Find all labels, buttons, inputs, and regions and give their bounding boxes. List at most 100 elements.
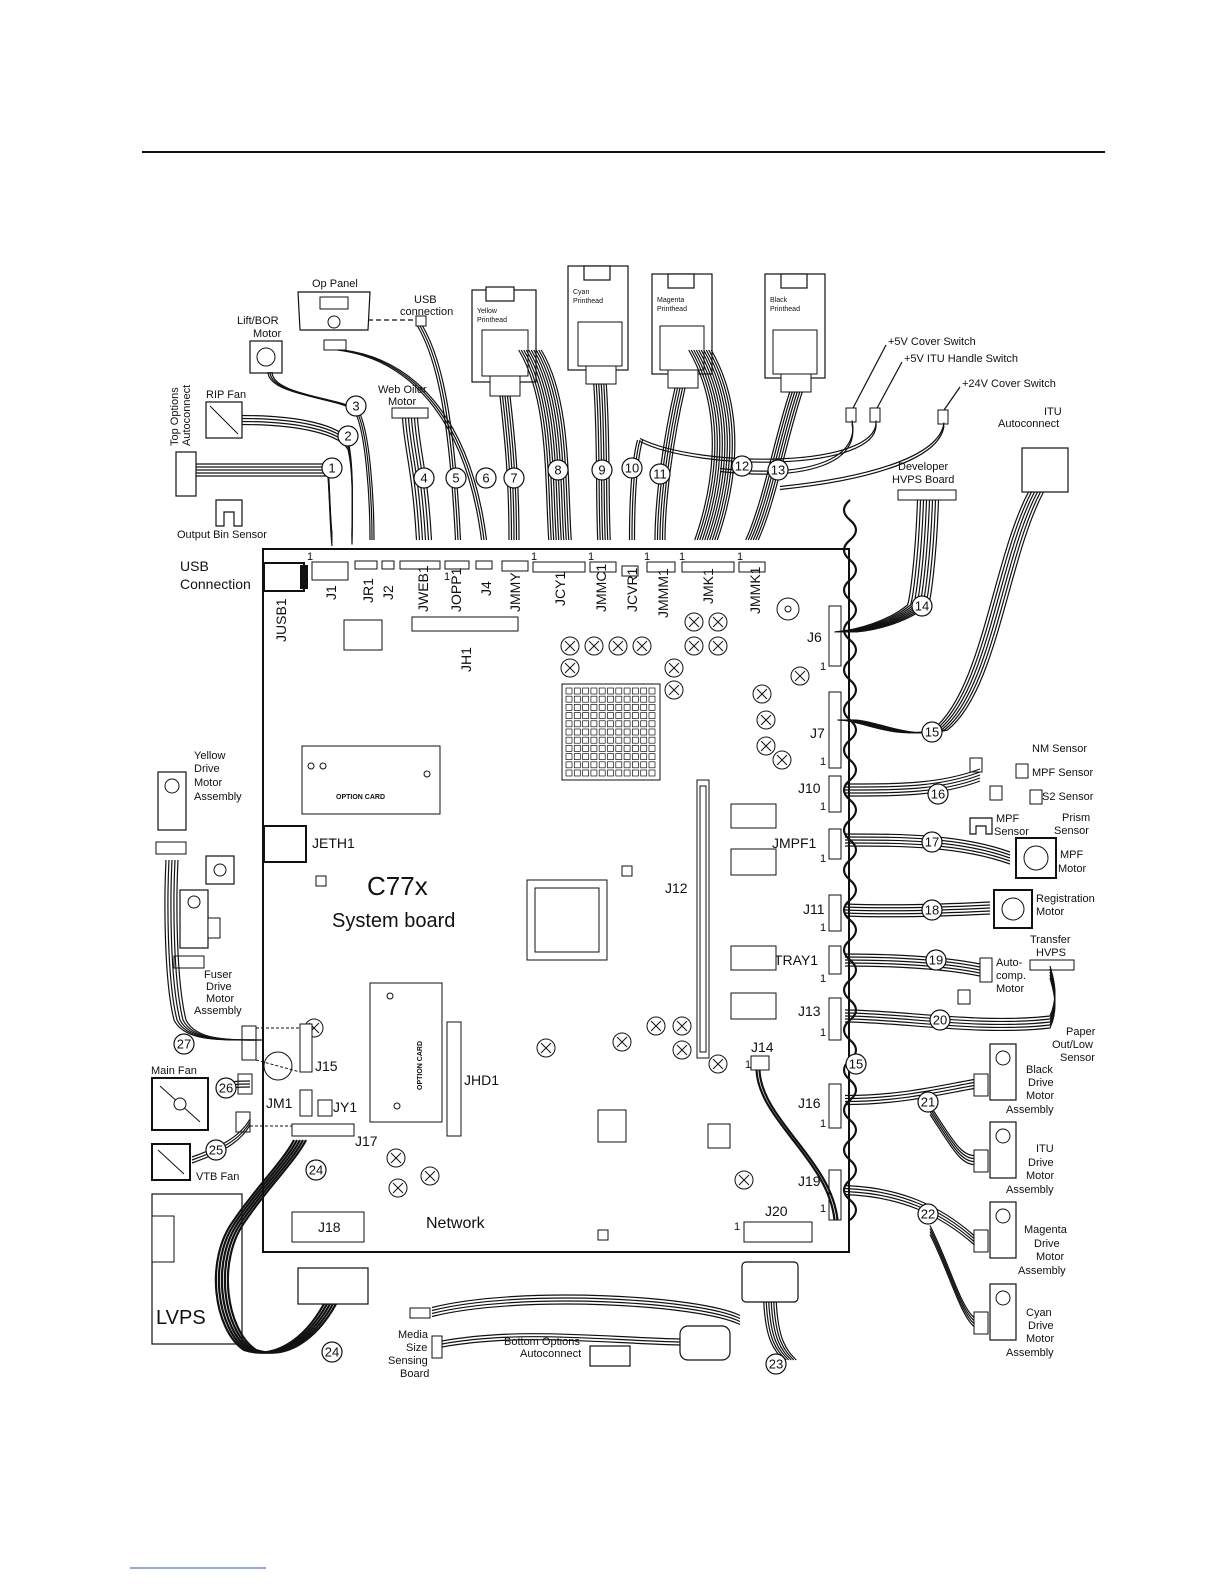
j17-connector: [291, 1123, 355, 1137]
autocomp-motor: Auto- comp. Motor: [979, 957, 1026, 995]
svg-text:Motor: Motor: [1026, 1090, 1054, 1102]
svg-text:1: 1: [328, 461, 335, 476]
svg-text:Motor: Motor: [206, 993, 234, 1005]
board-subtitle: System board: [332, 910, 455, 932]
label-jmmy: JMMY: [507, 572, 523, 612]
label-j10: J10: [798, 780, 821, 796]
itu-handle-switch: [869, 407, 881, 423]
vtb-fan: VTB Fan: [151, 1143, 239, 1183]
svg-text:17: 17: [925, 835, 939, 850]
board-title: C77x: [367, 871, 428, 901]
svg-text:1: 1: [679, 551, 685, 563]
svg-text:5: 5: [452, 471, 459, 486]
svg-text:Motor: Motor: [1026, 1170, 1054, 1182]
itu-handle-label: +5V ITU Handle Switch: [904, 353, 1018, 365]
svg-text:23: 23: [769, 1357, 783, 1372]
jhd1-connector: [446, 1021, 462, 1137]
media-size-board: Media Size Sensing Board: [388, 1307, 443, 1380]
svg-text:1: 1: [644, 551, 650, 563]
svg-text:MPF: MPF: [1060, 849, 1084, 861]
svg-text:7: 7: [510, 471, 517, 486]
svg-text:1: 1: [588, 551, 594, 563]
svg-text:1: 1: [307, 551, 313, 563]
yellow-drive-motor: Yellow Drive Motor Assembly: [157, 750, 242, 831]
svg-text:1: 1: [820, 973, 826, 985]
label-j13: J13: [798, 1003, 821, 1019]
callout-11: 11: [649, 463, 671, 485]
svg-text:Fuser: Fuser: [204, 969, 232, 981]
callout-20: 20: [929, 1009, 951, 1031]
transfer-hvps-label-1: Transfer: [1030, 934, 1071, 946]
svg-text:8: 8: [554, 463, 561, 478]
svg-text:Black: Black: [770, 297, 788, 304]
top-connector-labels: JUSB1 J1 JR1 J2 JWEB1 JOPP1 J4 JMMY JCY1…: [273, 564, 763, 672]
label-j1: J1: [323, 585, 339, 600]
callout-25: 25: [205, 1139, 227, 1161]
svg-text:1: 1: [820, 853, 826, 865]
itu-drive-motor: ITU Drive Motor Assembly: [973, 1121, 1054, 1196]
s2-sensor-label: S2 Sensor: [1042, 791, 1094, 803]
svg-text:Printhead: Printhead: [573, 298, 603, 305]
svg-text:Motor: Motor: [1026, 1333, 1054, 1345]
svg-text:VTB Fan: VTB Fan: [196, 1171, 239, 1183]
svg-text:comp.: comp.: [996, 970, 1026, 982]
j15-connector: [299, 1023, 313, 1073]
callout-14: 14: [911, 595, 933, 617]
callout-12: 12: [731, 455, 753, 477]
top-options-connector: [175, 451, 197, 497]
svg-text:1: 1: [820, 922, 826, 934]
svg-text:Motor: Motor: [1058, 863, 1086, 875]
svg-text:Bottom Options: Bottom Options: [504, 1336, 580, 1348]
cover5v-switch: [845, 407, 857, 423]
svg-text:11: 11: [653, 467, 667, 482]
printhead-magenta: Magenta Printhead: [651, 273, 713, 389]
svg-text:Motor: Motor: [194, 777, 222, 789]
label-jmpf1: JMPF1: [772, 835, 817, 851]
dev-hvps-label-1: Developer: [898, 461, 948, 473]
jy1-connector: [317, 1099, 333, 1117]
paper-out-label-2: Out/Low: [1052, 1039, 1093, 1051]
right-connector-labels: J6 J7 J10 JMPF1 J11 JTRAY1 J13 J14 J16 J…: [665, 629, 825, 1219]
label-j20: J20: [765, 1203, 788, 1219]
label-jweb1: JWEB1: [415, 565, 431, 612]
callout-4: 4: [413, 467, 435, 489]
label-jcy1: JCY1: [552, 572, 568, 606]
svg-text:26: 26: [219, 1081, 233, 1096]
right-connectors: [743, 605, 842, 1243]
svg-text:LVPS: LVPS: [156, 1307, 206, 1329]
svg-text:20: 20: [933, 1013, 947, 1028]
callout-15: 15: [921, 721, 943, 743]
svg-text:Printhead: Printhead: [477, 317, 507, 324]
svg-text:2: 2: [344, 429, 351, 444]
op-panel: Op Panel: [297, 278, 371, 351]
label-j4: J4: [478, 581, 494, 596]
svg-text:Assembly: Assembly: [194, 791, 242, 803]
svg-text:Sensing: Sensing: [388, 1355, 428, 1367]
svg-text:Drive: Drive: [1028, 1157, 1054, 1169]
callout-19: 19: [925, 949, 947, 971]
ferrite-core: [679, 1325, 731, 1361]
callout-24-b: 24: [305, 1159, 327, 1181]
svg-text:Cyan: Cyan: [1026, 1307, 1052, 1319]
svg-text:18: 18: [925, 903, 939, 918]
paper-out-label-3: Sensor: [1060, 1052, 1095, 1064]
svg-text:1: 1: [820, 661, 826, 673]
svg-text:24: 24: [309, 1163, 323, 1178]
label-jmk1: JMK1: [700, 568, 716, 604]
label-j11: J11: [803, 901, 825, 917]
dev-hvps-label-2: HVPS Board: [892, 474, 954, 486]
bga-grid: [561, 683, 661, 781]
callout-2: 2: [337, 425, 359, 447]
mpf-motor: MPF Motor: [1015, 837, 1086, 879]
callout-23: 23: [765, 1353, 787, 1375]
j18-connector: [291, 1211, 365, 1243]
svg-text:OPTION CARD: OPTION CARD: [336, 794, 385, 801]
svg-text:Assembly: Assembly: [194, 1005, 242, 1017]
svg-text:1: 1: [820, 1027, 826, 1039]
itu-auto-label-2: Autoconnect: [998, 418, 1059, 430]
web-oiler-label-2: Motor: [388, 396, 416, 408]
small-chips: [315, 803, 777, 1241]
svg-text:Cyan: Cyan: [573, 289, 589, 296]
transfer-hvps-label-2: HVPS: [1036, 947, 1066, 959]
